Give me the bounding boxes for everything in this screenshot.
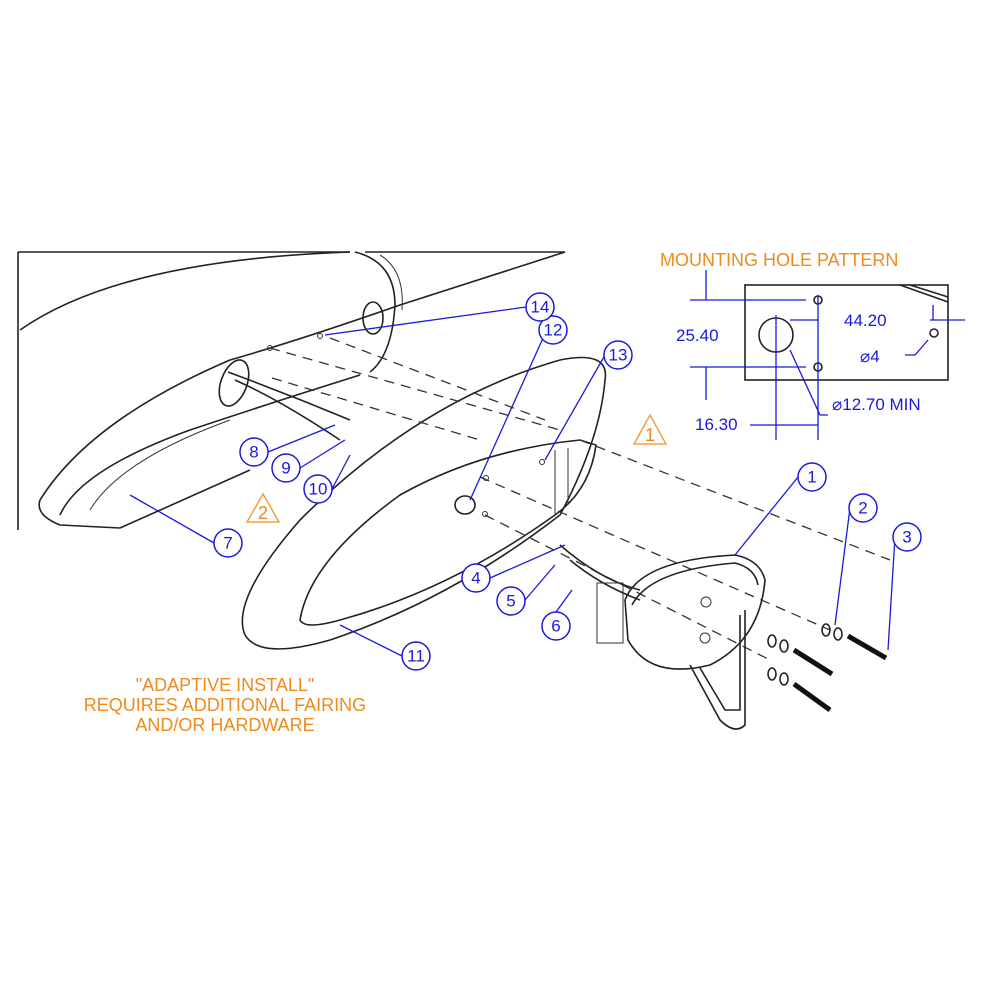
svg-text:REQUIRES ADDITIONAL FAIRING: REQUIRES ADDITIONAL FAIRING <box>84 695 366 715</box>
svg-text:"ADAPTIVE INSTALL": "ADAPTIVE INSTALL" <box>136 675 315 695</box>
svg-text:10: 10 <box>309 480 328 499</box>
svg-text:12: 12 <box>544 321 563 340</box>
balloon-3: 3 <box>892 522 922 552</box>
warning-triangle-1: 1 <box>632 413 668 445</box>
cable-tag <box>596 582 624 644</box>
balloon-13: 13 <box>603 340 633 370</box>
balloon-7: 7 <box>213 528 243 558</box>
svg-text:7: 7 <box>223 534 232 553</box>
balloon-11: 11 <box>401 641 431 671</box>
svg-text:9: 9 <box>281 459 290 478</box>
dim-width: 44.20 <box>844 311 887 330</box>
svg-text:4: 4 <box>471 569 480 588</box>
balloon-2: 2 <box>848 493 878 523</box>
balloon-9: 9 <box>271 453 301 483</box>
balloon-5: 5 <box>496 586 526 616</box>
hardware <box>767 623 888 713</box>
svg-text:13: 13 <box>609 346 628 365</box>
balloon-12: 12 <box>538 315 568 345</box>
svg-text:6: 6 <box>551 617 560 636</box>
balloon-6: 6 <box>541 611 571 641</box>
svg-text:11: 11 <box>407 647 425 666</box>
svg-text:8: 8 <box>249 443 258 462</box>
svg-text:3: 3 <box>902 528 911 547</box>
warning-triangle-2: 2 <box>245 492 281 523</box>
transducer <box>624 554 766 730</box>
balloon-1: 1 <box>797 462 827 492</box>
fairing <box>241 356 607 650</box>
balloon-8: 8 <box>239 437 269 467</box>
adaptive-install-note: "ADAPTIVE INSTALL" REQUIRES ADDITIONAL F… <box>84 675 366 735</box>
svg-text:2: 2 <box>858 499 867 518</box>
leader-lines <box>129 306 896 657</box>
dim-height: 25.40 <box>676 326 719 345</box>
svg-text:5: 5 <box>506 592 515 611</box>
svg-text:1: 1 <box>807 468 816 487</box>
svg-text:AND/OR HARDWARE: AND/OR HARDWARE <box>135 715 314 735</box>
mounting-holes <box>267 333 545 517</box>
balloon-10: 10 <box>303 474 333 504</box>
cables <box>227 371 641 644</box>
svg-text:14: 14 <box>531 298 550 317</box>
dim-offset: 16.30 <box>695 415 738 434</box>
mounting-hole-pattern: MOUNTING HOLE PATTERN 25.40 44.20 ⌀4 ⌀12… <box>660 250 965 440</box>
dim-large-hole: ⌀12.70 MIN <box>832 395 921 414</box>
svg-text:1: 1 <box>645 425 655 445</box>
balloon-4: 4 <box>461 563 491 593</box>
hull <box>17 251 566 530</box>
balloon-14: 14 <box>525 292 555 322</box>
alignment-lines <box>269 337 891 661</box>
dim-small-hole: ⌀4 <box>860 347 880 366</box>
svg-text:2: 2 <box>258 503 268 523</box>
pattern-title: MOUNTING HOLE PATTERN <box>660 250 898 270</box>
